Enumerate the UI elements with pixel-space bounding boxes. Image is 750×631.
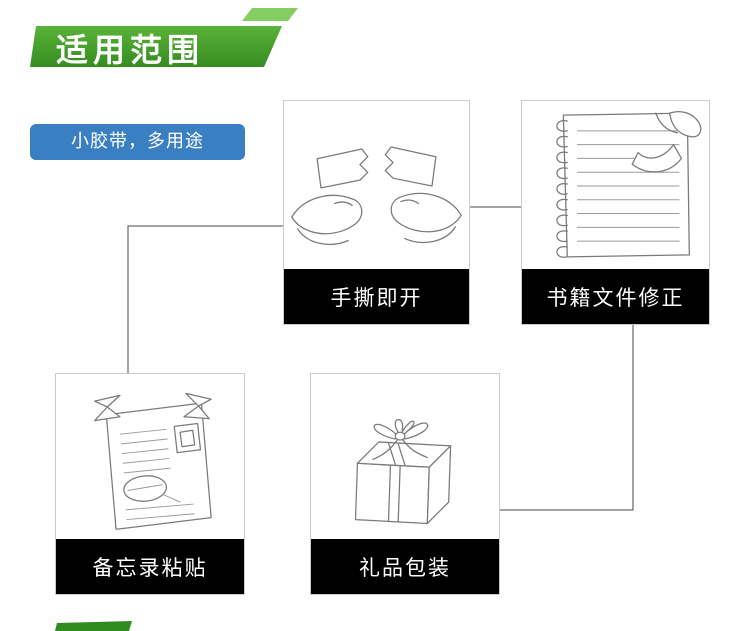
card-tear-open: 手撕即开 [283, 100, 470, 325]
caption-memo-paste: 备忘录粘贴 [56, 539, 244, 594]
gift-wrapping-illustration [354, 418, 452, 525]
notebook-correction-illustration [556, 111, 702, 258]
banner-accent [242, 8, 298, 21]
book-correction-illustration-wrap [522, 101, 709, 269]
tape-tearing-illustration [291, 146, 462, 245]
card-gift-wrap: 礼品包装 [310, 373, 500, 595]
next-section-peek [55, 621, 132, 631]
connector-line-right [500, 325, 634, 511]
caption-gift-wrap: 礼品包装 [311, 539, 499, 594]
caption-tear-open: 手撕即开 [284, 269, 469, 324]
card-memo-paste: 备忘录粘贴 [55, 373, 245, 595]
subtitle-badge: 小胶带，多用途 [30, 124, 245, 160]
card-book-correction: 书籍文件修正 [521, 100, 710, 325]
connector-line-left [127, 225, 283, 373]
gift-wrap-illustration-wrap [311, 374, 499, 539]
tear-open-illustration-wrap [284, 101, 469, 269]
banner-title: 适用范围 [56, 31, 205, 69]
caption-book-correction: 书籍文件修正 [522, 269, 709, 324]
memo-paste-illustration-wrap [56, 374, 244, 539]
memo-sticking-illustration [94, 392, 212, 530]
